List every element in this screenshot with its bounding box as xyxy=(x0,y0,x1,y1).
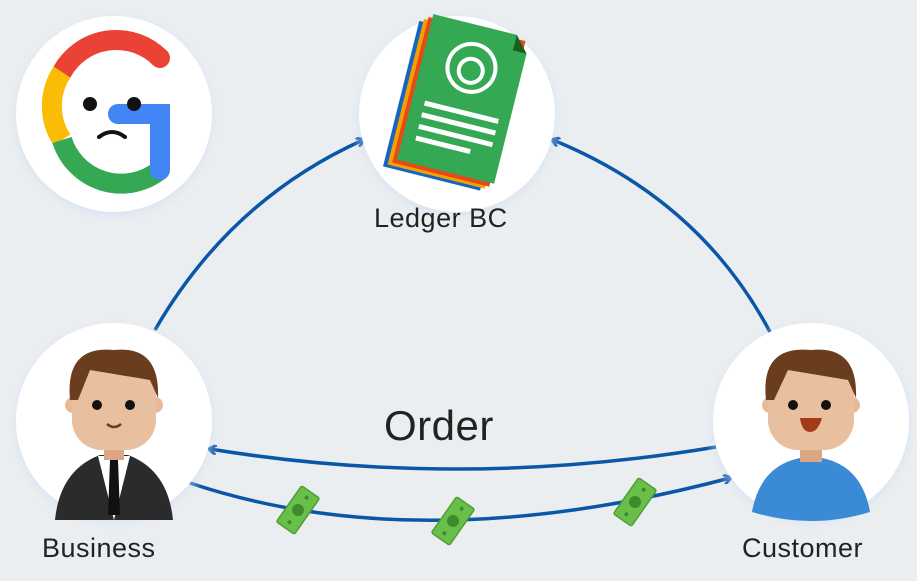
business-label: Business xyxy=(42,533,156,563)
ledger-document-icon xyxy=(383,14,527,191)
customer-avatar-icon xyxy=(752,349,870,521)
customer-label: Customer xyxy=(742,533,864,563)
money-icon xyxy=(275,484,321,536)
order-label: Order xyxy=(384,402,494,449)
order-arrow xyxy=(210,447,717,471)
arrow-business-to-ledger xyxy=(153,140,363,331)
businessman-avatar-icon xyxy=(55,349,173,520)
business-node xyxy=(6,316,222,532)
customer-node xyxy=(703,316,917,532)
ledger-node xyxy=(349,9,565,225)
google-node xyxy=(6,9,222,225)
sad-google-g-icon xyxy=(41,30,170,194)
arrow-customer-to-ledger xyxy=(553,140,772,333)
ledger-label: Ledger BC xyxy=(374,203,508,233)
